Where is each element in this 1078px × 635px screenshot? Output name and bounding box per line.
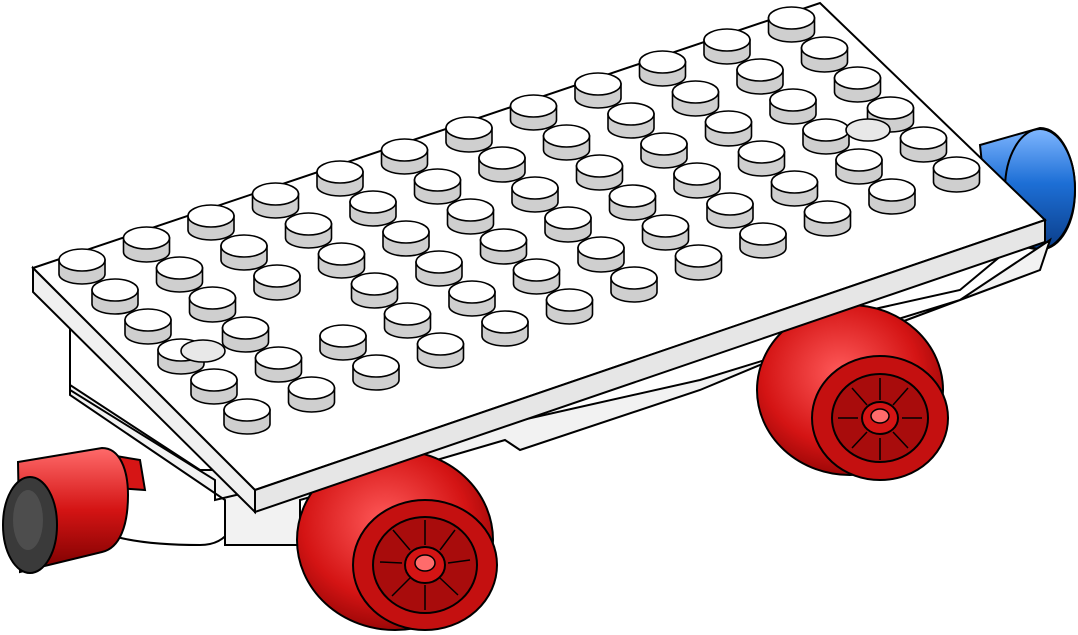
stud bbox=[254, 346, 303, 383]
stud bbox=[445, 116, 493, 153]
stud bbox=[545, 288, 594, 325]
stud bbox=[188, 286, 237, 323]
stud bbox=[124, 308, 172, 345]
stud bbox=[380, 138, 429, 175]
stud bbox=[736, 58, 784, 95]
stud bbox=[413, 168, 462, 205]
stud bbox=[382, 220, 430, 257]
stud bbox=[544, 206, 592, 243]
stud bbox=[574, 72, 622, 109]
stud bbox=[155, 256, 204, 293]
stud bbox=[577, 236, 625, 273]
stud bbox=[932, 156, 981, 193]
stud-hole bbox=[180, 339, 226, 363]
stud bbox=[638, 50, 687, 87]
stud bbox=[704, 110, 753, 147]
stud bbox=[448, 280, 496, 317]
stud bbox=[671, 80, 720, 117]
stud bbox=[253, 264, 301, 301]
stud bbox=[640, 132, 688, 169]
stud bbox=[739, 222, 787, 259]
stud-hole bbox=[845, 118, 891, 142]
stud bbox=[251, 182, 300, 219]
red-wheel-back bbox=[756, 304, 949, 481]
stud bbox=[802, 118, 850, 155]
stud bbox=[383, 302, 432, 339]
stud bbox=[349, 190, 397, 227]
stud bbox=[316, 160, 364, 197]
stud bbox=[478, 146, 526, 183]
stud bbox=[703, 28, 751, 65]
stud bbox=[446, 198, 495, 235]
stud bbox=[415, 250, 463, 287]
stud bbox=[767, 6, 816, 43]
stud bbox=[899, 126, 948, 163]
stud bbox=[800, 36, 849, 73]
stud bbox=[122, 226, 171, 263]
stud bbox=[91, 278, 139, 315]
stud bbox=[770, 170, 819, 207]
stud bbox=[641, 214, 690, 251]
stud bbox=[610, 266, 658, 303]
stud bbox=[674, 244, 723, 281]
red-magnet-coupler bbox=[2, 446, 238, 574]
stud bbox=[287, 376, 336, 413]
stud bbox=[608, 184, 657, 221]
stud bbox=[319, 324, 367, 361]
stud bbox=[223, 398, 271, 435]
stud bbox=[512, 258, 561, 295]
stud bbox=[479, 228, 528, 265]
stud bbox=[58, 248, 106, 285]
stud-grid bbox=[58, 6, 981, 435]
stud bbox=[187, 204, 235, 241]
stud bbox=[350, 272, 399, 309]
stud bbox=[835, 148, 883, 185]
stud bbox=[542, 124, 591, 161]
stud bbox=[221, 316, 270, 353]
stud bbox=[868, 178, 916, 215]
red-wheel-front bbox=[296, 449, 498, 631]
stud bbox=[575, 154, 624, 191]
stud bbox=[481, 310, 529, 347]
stud bbox=[284, 212, 333, 249]
stud bbox=[673, 162, 721, 199]
stud bbox=[352, 354, 400, 391]
stud bbox=[706, 192, 754, 229]
stud bbox=[803, 200, 852, 237]
stud bbox=[317, 242, 366, 279]
stud bbox=[833, 66, 882, 103]
stud bbox=[509, 94, 558, 131]
stud bbox=[416, 332, 465, 369]
stud bbox=[769, 88, 817, 125]
stud bbox=[607, 102, 655, 139]
stud bbox=[737, 140, 786, 177]
stud bbox=[511, 176, 559, 213]
stud bbox=[220, 234, 268, 271]
stud bbox=[190, 368, 238, 405]
